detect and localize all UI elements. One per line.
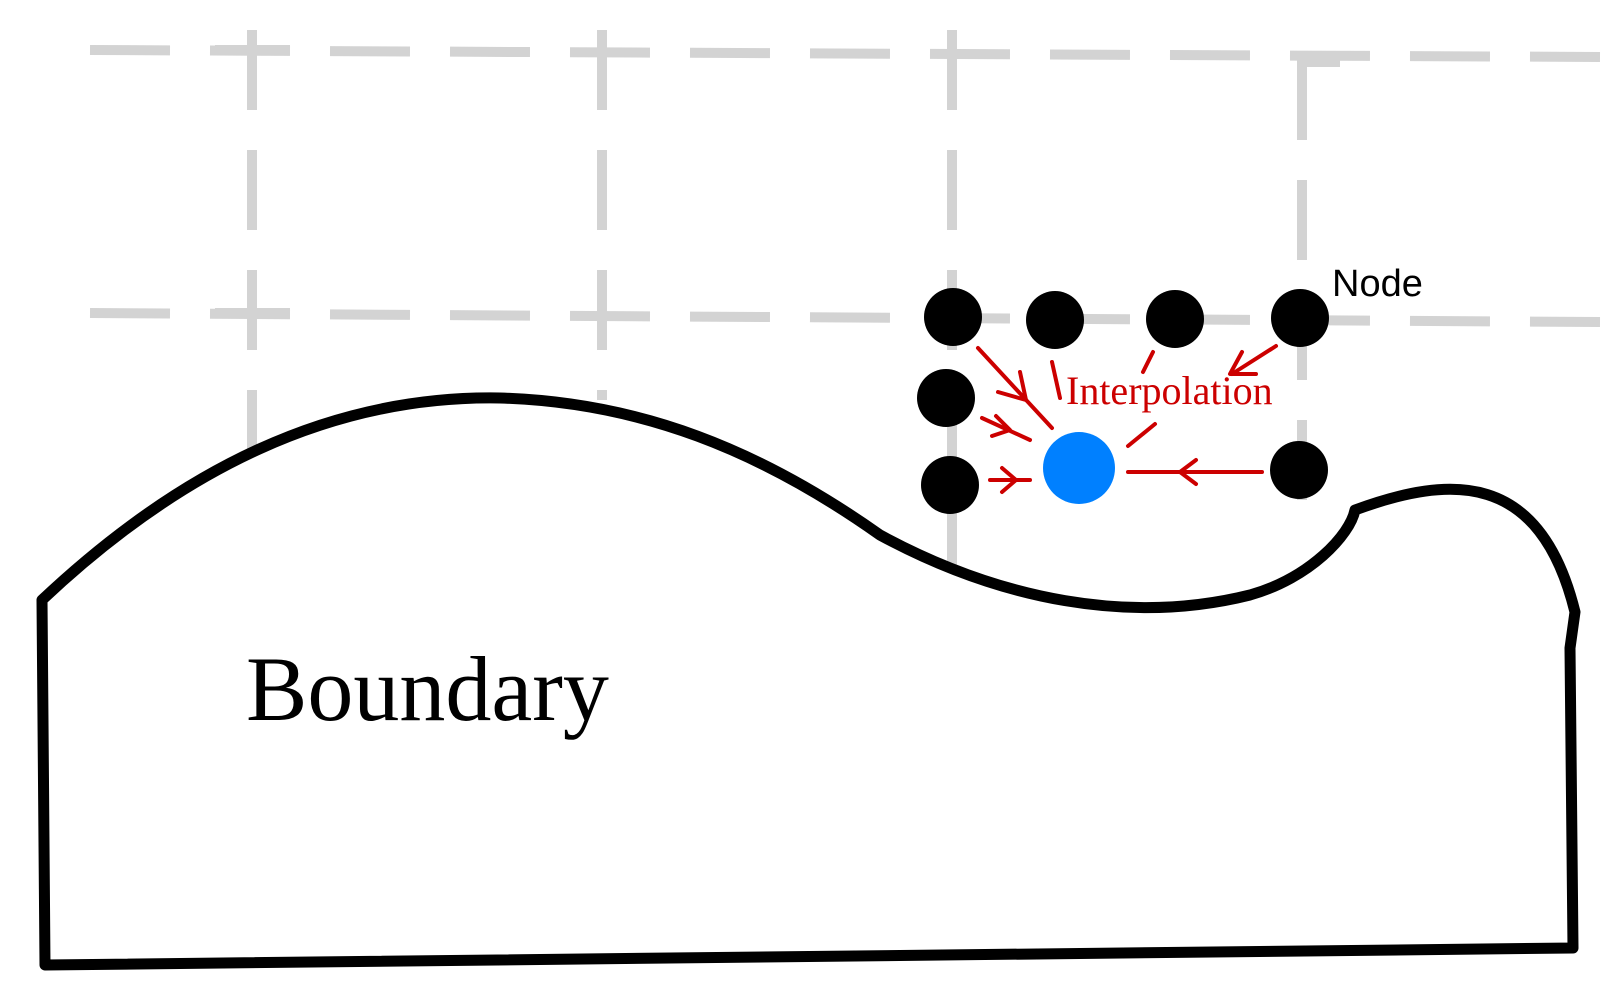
grid-cross bbox=[215, 285, 290, 345]
arrow-from-top-left-node bbox=[976, 346, 1054, 430]
node-dot bbox=[1270, 441, 1328, 499]
grid-cross bbox=[215, 30, 290, 100]
boundary-outline bbox=[36, 392, 1581, 971]
arrowhead bbox=[996, 370, 1028, 402]
node-dot bbox=[921, 456, 979, 514]
arrowhead bbox=[990, 414, 1012, 438]
grid-nodes bbox=[917, 288, 1329, 514]
arrow-from-top-node-3-lower bbox=[1126, 422, 1157, 448]
arrow-from-top-right-node bbox=[1230, 344, 1278, 376]
node-dot bbox=[924, 288, 982, 346]
node-dot bbox=[1271, 289, 1329, 347]
boundary-label: Boundary bbox=[246, 638, 609, 740]
grid-line-horizontal bbox=[89, 45, 1601, 62]
grid-line-horizontal bbox=[89, 308, 1601, 327]
arrow-from-top-node-3 bbox=[1141, 350, 1155, 374]
grid-corner bbox=[1297, 57, 1340, 100]
arrow-from-top-node-2 bbox=[1050, 360, 1062, 400]
target-point bbox=[1043, 432, 1115, 504]
arrowhead bbox=[1178, 458, 1198, 486]
arrowhead bbox=[1228, 350, 1258, 376]
arrowhead bbox=[1000, 466, 1018, 494]
node-dot bbox=[917, 369, 975, 427]
node-dot bbox=[1146, 290, 1204, 348]
arrow-from-left-node bbox=[980, 416, 1032, 442]
node-label: Node bbox=[1332, 263, 1423, 305]
node-dot bbox=[1026, 291, 1084, 349]
interpolation-label: Interpolation bbox=[1066, 368, 1273, 413]
interpolation-arrows bbox=[976, 344, 1278, 494]
